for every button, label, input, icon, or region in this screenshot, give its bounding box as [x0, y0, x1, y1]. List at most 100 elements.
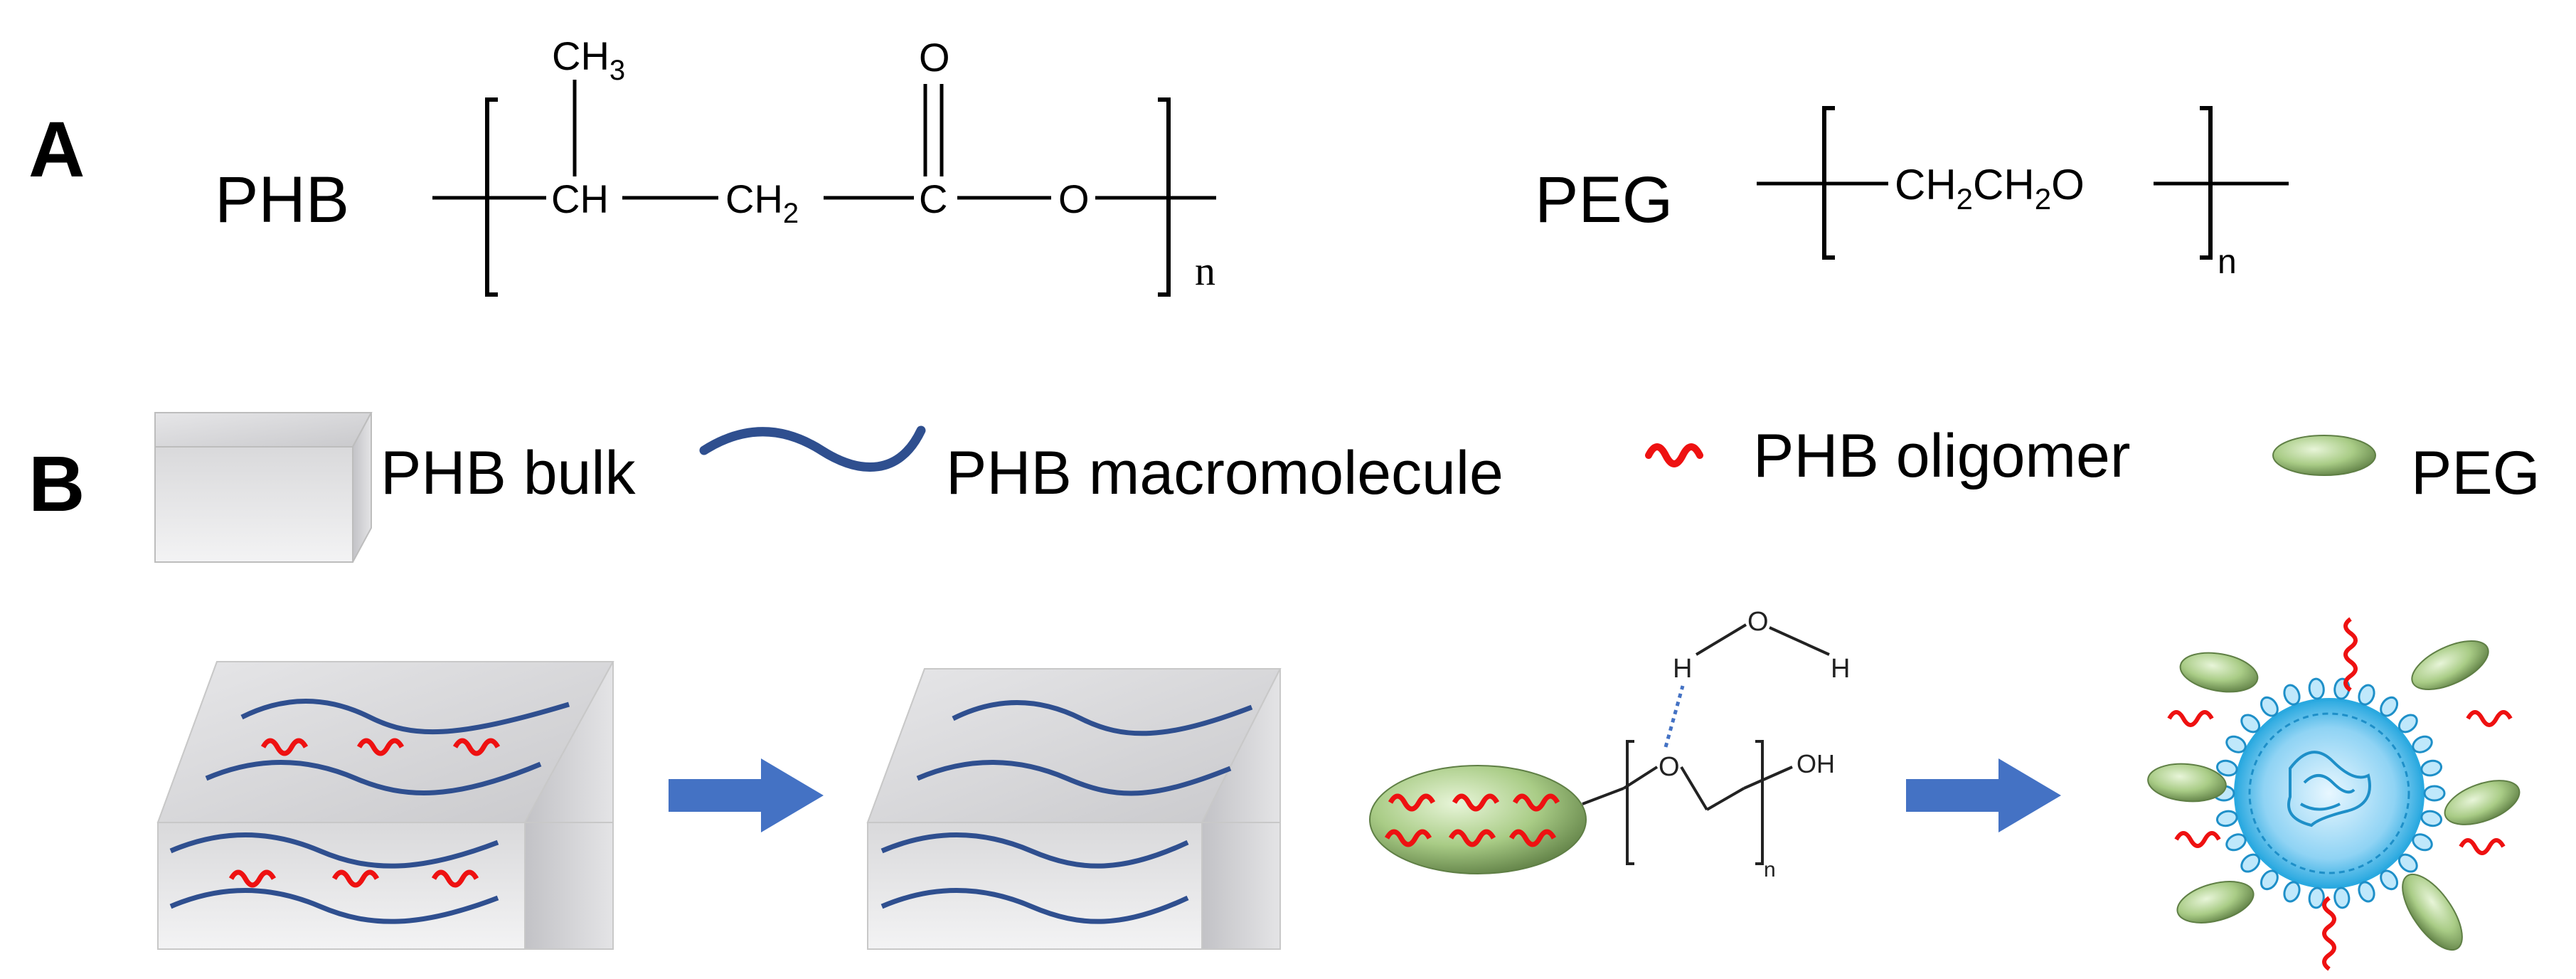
upper-block — [156, 661, 614, 823]
water-h2: H — [1831, 654, 1850, 684]
macromolecule-chain — [169, 832, 499, 869]
oligomer — [2459, 838, 2506, 855]
bond — [1769, 626, 1830, 656]
peg-particle — [2176, 881, 2255, 924]
peg-attachment-bond — [1582, 787, 1624, 805]
legend-oligomer-swatch — [1645, 443, 1703, 467]
legend-macromolecule-swatch — [699, 425, 926, 472]
bond — [1743, 766, 1793, 790]
surface-bead — [2358, 684, 2375, 706]
phb-stack-without-oligomers — [866, 668, 1282, 950]
peg-repeat-label: CH2CH2O — [1895, 161, 2085, 216]
phb-structure: PHB CH3 CH CH2 O C O n — [215, 33, 1216, 297]
surface-bead — [2420, 810, 2443, 827]
micelle-cargo — [2287, 751, 2371, 827]
surface-bead — [2283, 881, 2301, 903]
phb-methyl-label: CH3 — [552, 33, 625, 86]
legend-peg-swatch — [2272, 435, 2376, 476]
phb-stack-with-oligomers — [156, 661, 614, 950]
water-o: O — [1747, 607, 1769, 637]
oligomer — [452, 738, 501, 756]
macromolecule-chain — [880, 832, 1189, 869]
legend-macromolecule-label: PHB macromolecule — [946, 439, 1503, 507]
surface-bead — [2397, 853, 2418, 873]
oligomer — [1384, 829, 1432, 847]
phb-ch2-label: CH2 — [725, 176, 799, 229]
surface-bead — [2380, 696, 2399, 717]
macromolecule-chain — [205, 760, 542, 795]
oligomer — [228, 869, 277, 888]
peg-structure: PEG CH2CH2O n — [1535, 106, 2289, 281]
peg-particle — [2147, 763, 2227, 803]
oligomer — [1508, 829, 1557, 847]
peg-small-left-bracket — [1626, 740, 1634, 865]
surface-bead — [2215, 810, 2238, 827]
legend-bulk-label: PHB bulk — [380, 439, 636, 507]
oligomer — [1388, 793, 1436, 812]
legend: PHB bulk PHB macromolecule PHB oligomer … — [154, 412, 2540, 563]
peg-small-repeat-n: n — [1764, 858, 1776, 882]
oligomer — [260, 738, 309, 756]
macromolecule-chain — [169, 888, 499, 924]
oligomer — [356, 738, 405, 756]
surface-bead — [2420, 759, 2443, 777]
surface-bead — [2215, 759, 2238, 777]
oligomer — [431, 869, 479, 888]
process-arrow-2 — [1906, 758, 2061, 832]
surface-bead — [2260, 869, 2279, 891]
oligomer — [1448, 829, 1496, 847]
panel-a-label: A — [28, 106, 85, 194]
lower-block — [157, 822, 614, 950]
phb-repeat-n: n — [1195, 248, 1215, 294]
peg-oligomer-complex — [1369, 765, 1624, 874]
surface-bead — [2333, 887, 2351, 909]
surface-bead — [2308, 677, 2325, 700]
phb-ester-o-label: O — [1058, 176, 1090, 221]
bond — [1706, 787, 1745, 811]
phb-carbonyl-c-label: C — [919, 176, 947, 221]
peg-oh-label: OH — [1797, 749, 1835, 778]
surface-bead — [2225, 735, 2247, 753]
surface-bead — [2225, 833, 2247, 852]
legend-oligomer-label: PHB oligomer — [1753, 422, 2131, 490]
surface-bead — [2260, 696, 2279, 717]
panel-b-label: B — [28, 440, 85, 528]
phb-name: PHB — [215, 164, 349, 236]
phb-carbonyl-o-label: O — [919, 35, 950, 80]
surface-bead — [2308, 887, 2325, 909]
peg-particle — [2444, 780, 2521, 825]
oligomer — [331, 869, 380, 888]
hydrogen-bond — [1664, 685, 1685, 748]
surface-bead — [2397, 714, 2418, 734]
surface-bead — [2240, 714, 2261, 734]
surface-bead — [2380, 869, 2399, 891]
peg-name: PEG — [1535, 164, 1673, 236]
legend-bulk-swatch — [154, 412, 373, 563]
macromolecule-chain — [916, 760, 1232, 796]
peg-particle — [2179, 652, 2259, 693]
peg-small-right-bracket — [1755, 740, 1764, 865]
bond — [1622, 766, 1659, 790]
macromolecule-chain — [880, 888, 1189, 924]
surface-bead — [2412, 833, 2433, 852]
legend-peg-label: PEG — [2411, 439, 2540, 507]
oligomer — [1512, 793, 1560, 812]
peg-particle — [1369, 765, 1587, 874]
micelle-inner-shell — [2248, 712, 2410, 874]
oligomer — [2466, 710, 2513, 727]
surface-bead — [2358, 881, 2375, 903]
peg-structure-with-water: O OH n H O H — [1622, 607, 1850, 882]
peg-repeat-n: n — [2218, 243, 2237, 281]
oligomer — [2167, 710, 2214, 727]
oligomer — [1452, 793, 1500, 812]
macromolecule-chain — [952, 700, 1253, 736]
peg-particle — [2402, 873, 2463, 951]
micelle-core — [2234, 698, 2425, 889]
surface-bead — [2412, 735, 2433, 753]
macromolecule-chain — [240, 699, 570, 735]
bond — [1695, 623, 1747, 656]
peg-particle — [2411, 640, 2489, 691]
water-h1: H — [1673, 654, 1692, 684]
oligomer — [2343, 617, 2358, 692]
